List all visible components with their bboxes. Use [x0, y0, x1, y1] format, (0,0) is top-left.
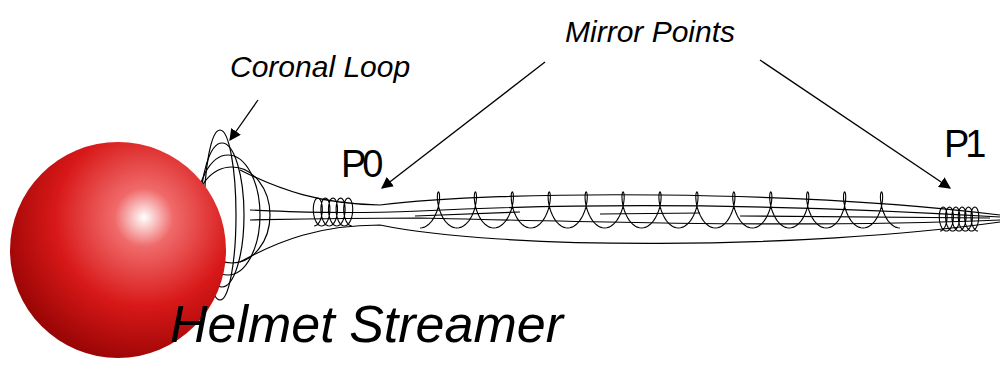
particle-spiral — [313, 192, 978, 231]
figure-title: Helmet Streamer — [170, 298, 563, 350]
point-label: P1 — [944, 125, 982, 163]
spiral-segment — [420, 192, 900, 228]
callout-label: Coronal Loop — [230, 52, 410, 82]
callout-label: Mirror Points — [565, 17, 735, 47]
streamer-outline — [240, 170, 1000, 262]
spiral-segment — [939, 207, 978, 231]
spiral-segment — [313, 198, 352, 226]
point-label: P0 — [341, 145, 379, 183]
